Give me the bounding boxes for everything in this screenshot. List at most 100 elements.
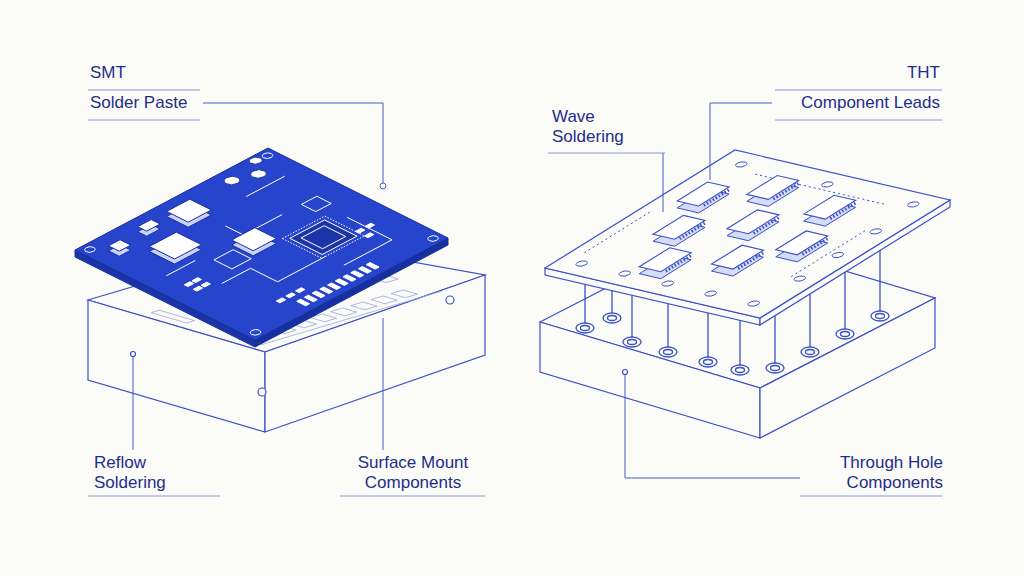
- component-lead: [876, 314, 885, 319]
- label-underline: [548, 153, 665, 154]
- smt-board-traces: [365, 223, 374, 228]
- tht-board-holes: [660, 280, 676, 287]
- label-underline: [88, 120, 200, 121]
- fixture-grid: [351, 302, 377, 310]
- component-lead: [774, 316, 775, 368]
- fixture-grid: [331, 308, 357, 316]
- ic-chip: [830, 202, 857, 219]
- label-underline: [340, 496, 485, 497]
- leader-line: [710, 103, 772, 180]
- leader-line: [625, 375, 800, 478]
- ic-chip: [802, 238, 829, 255]
- smt-board-traces: [364, 233, 373, 238]
- leader-line: [133, 103, 800, 478]
- ic-chip: [747, 176, 799, 200]
- label-underline: [775, 120, 942, 121]
- component-lead: [879, 250, 880, 316]
- component-lead: [704, 360, 713, 365]
- smt-board-traces: [355, 228, 364, 233]
- ic-chip: [738, 252, 765, 269]
- smt-board-traces: [276, 298, 285, 303]
- ic-chip: [680, 222, 707, 239]
- ic-chip: [653, 215, 705, 239]
- ic-chip: [590, 166, 888, 291]
- smt-board-traces: [297, 299, 310, 306]
- component-lead: [581, 326, 590, 331]
- component-lead: [707, 313, 708, 362]
- component-lead: [603, 313, 621, 323]
- component-lead: [836, 329, 854, 339]
- callout-label: Component Leads: [780, 93, 940, 113]
- tht-fixture: [760, 298, 935, 438]
- smt-chips: [221, 175, 243, 187]
- ic-chip: [677, 182, 729, 206]
- component-lead: [628, 340, 637, 345]
- smt-board-traces: [328, 283, 341, 290]
- tht-board: [545, 150, 950, 325]
- smt-fixture: [258, 388, 266, 396]
- ic-chip: [804, 195, 856, 219]
- component-lead: [664, 350, 673, 355]
- callout-label: Surface Mount Components: [348, 453, 478, 493]
- smt-board-traces: [201, 282, 210, 287]
- tht-board-holes: [617, 270, 633, 277]
- tht-board-holes: [830, 252, 846, 259]
- smt-board-traces: [82, 246, 97, 254]
- smt-board-traces: [192, 278, 201, 283]
- ic-chip: [712, 245, 764, 269]
- smt-board-traces: [184, 205, 417, 326]
- ic-chip: [616, 172, 886, 289]
- smt-chips: [149, 232, 201, 259]
- tht-board: [545, 150, 950, 318]
- smt-board: [75, 148, 448, 347]
- tht-board-holes: [868, 228, 884, 235]
- component-lead: [871, 311, 889, 321]
- tht-fixture: [623, 370, 628, 375]
- leader-line: [133, 357, 134, 450]
- component-lead: [809, 294, 810, 352]
- leader-line: [203, 103, 383, 183]
- smt-board-traces: [193, 286, 202, 291]
- component-lead: [667, 304, 668, 352]
- smt-chips: [138, 220, 161, 232]
- component-lead: [699, 357, 717, 367]
- smt-board-traces: [358, 267, 371, 274]
- ic-chip: [666, 255, 693, 272]
- smt-board-traces: [320, 287, 333, 294]
- smt-board-traces: [312, 291, 325, 298]
- smt-chips: [97, 156, 347, 286]
- smt-board-traces: [184, 282, 193, 287]
- smt-board-traces: [343, 275, 356, 282]
- component-lead: [608, 316, 617, 321]
- component-lead: [736, 368, 745, 373]
- tht-board-holes: [574, 260, 590, 267]
- component-lead: [806, 350, 815, 355]
- smt-chips: [246, 156, 265, 166]
- smt-board-traces: [426, 235, 441, 243]
- smt-board-traces: [351, 271, 364, 278]
- ic-chip: [590, 166, 888, 291]
- smt-chips: [232, 228, 277, 251]
- fixture-grid: [391, 290, 417, 298]
- smt-chips: [108, 240, 130, 252]
- callout-label: Solder Paste: [90, 93, 220, 113]
- component-lead: [631, 295, 632, 342]
- callout-label: Wave Soldering: [552, 107, 652, 147]
- smt-board-traces: [248, 328, 263, 336]
- smt-board-traces: [301, 226, 346, 249]
- tht-board-holes: [733, 161, 749, 168]
- ic-chip: [776, 231, 828, 255]
- smt-board-traces: [214, 250, 251, 269]
- smt-fixture: [131, 352, 136, 357]
- component-lead: [841, 332, 850, 337]
- ic-chip: [704, 189, 731, 206]
- tht-board-holes: [584, 212, 651, 253]
- component-lead: [771, 366, 780, 371]
- smt-chips: [97, 156, 347, 286]
- smt-chips: [247, 168, 269, 180]
- component-lead: [844, 272, 845, 334]
- smt-board-traces: [366, 263, 379, 270]
- label-underline: [88, 90, 200, 91]
- section-heading: THT: [800, 63, 940, 83]
